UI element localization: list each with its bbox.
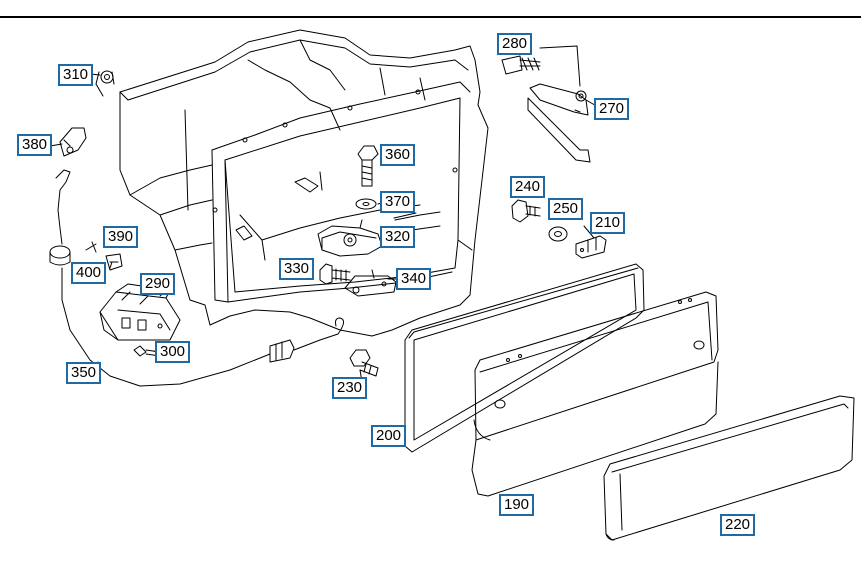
callout-230: 230 bbox=[332, 377, 368, 399]
callout-190: 190 bbox=[499, 494, 535, 516]
callout-310: 310 bbox=[58, 64, 94, 86]
callout-220: 220 bbox=[720, 514, 756, 536]
callout-400: 400 bbox=[71, 262, 107, 284]
callout-390: 390 bbox=[103, 226, 139, 248]
callout-210: 210 bbox=[590, 212, 626, 234]
callout-350: 350 bbox=[66, 362, 102, 384]
part-330-stud bbox=[319, 263, 351, 285]
part-220-trim bbox=[603, 395, 855, 541]
callout-250: 250 bbox=[548, 198, 584, 220]
part-390-400-fasteners bbox=[85, 241, 123, 271]
part-340-plate bbox=[344, 269, 397, 297]
callout-360: 360 bbox=[380, 144, 416, 166]
callout-330: 330 bbox=[279, 258, 315, 280]
part-320-bracket bbox=[317, 219, 383, 257]
callout-290: 290 bbox=[140, 273, 176, 295]
callout-320: 320 bbox=[380, 226, 416, 248]
part-350-cable bbox=[49, 169, 344, 387]
callout-270: 270 bbox=[594, 98, 630, 120]
part-360-bolt bbox=[357, 145, 379, 187]
part-230-bolt bbox=[349, 349, 379, 377]
glovebox-housing bbox=[119, 29, 489, 337]
part-270-hinge bbox=[527, 83, 591, 163]
callout-280: 280 bbox=[497, 33, 533, 55]
header-rule bbox=[0, 16, 861, 18]
part-380-latch bbox=[59, 127, 87, 157]
callout-300: 300 bbox=[155, 341, 191, 363]
callout-370: 370 bbox=[380, 191, 416, 213]
part-190-lid bbox=[471, 291, 719, 497]
part-250-washer bbox=[548, 226, 568, 242]
callout-380: 380 bbox=[17, 134, 53, 156]
part-210-clip bbox=[575, 235, 607, 259]
part-240-bolt bbox=[511, 199, 541, 223]
part-200-gasket bbox=[404, 263, 645, 453]
callout-240: 240 bbox=[510, 176, 546, 198]
callout-200: 200 bbox=[371, 425, 407, 447]
part-370-washer bbox=[355, 198, 377, 210]
part-280-screw bbox=[501, 45, 581, 87]
callout-340: 340 bbox=[396, 268, 432, 290]
part-310-clip bbox=[95, 70, 115, 97]
